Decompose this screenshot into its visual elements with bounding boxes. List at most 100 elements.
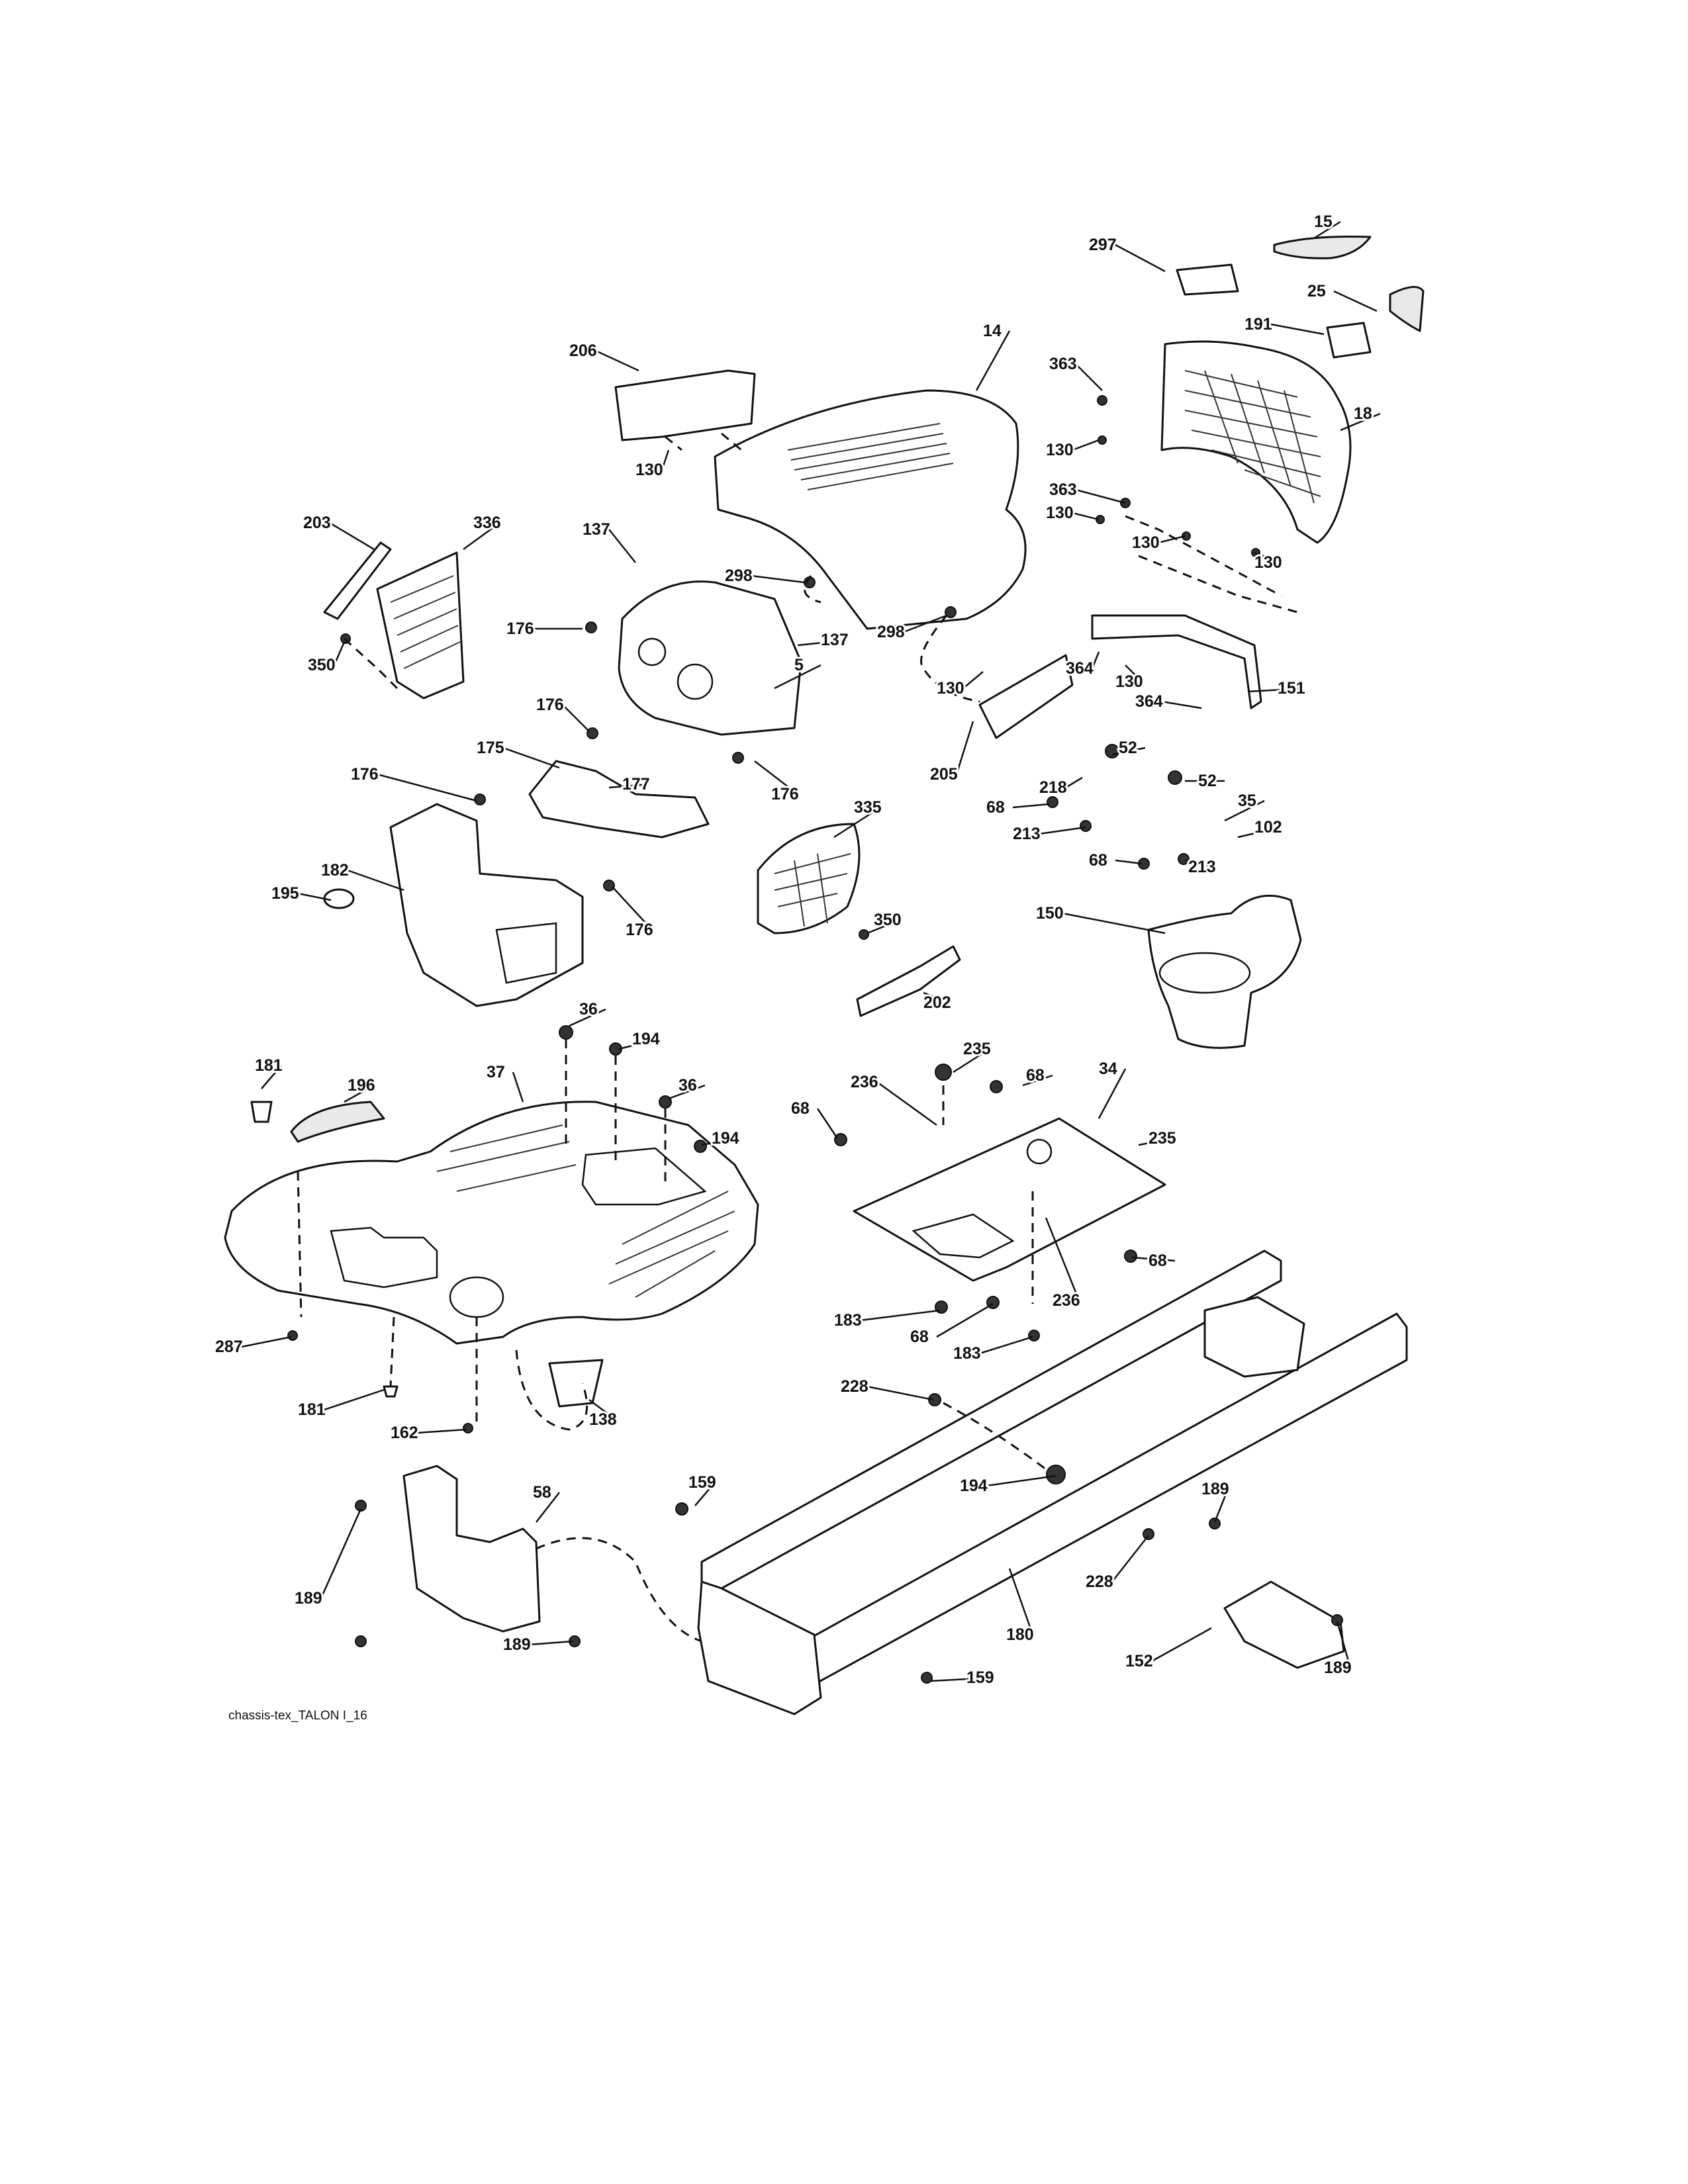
callout-68: 68 [1131, 1250, 1176, 1272]
callout-130: 130 [1044, 502, 1100, 524]
fastener [559, 1025, 573, 1040]
fastener [1178, 853, 1190, 865]
part-number-label: 364 [1066, 659, 1094, 678]
callout-130: 130 [935, 671, 984, 700]
leader-line [1340, 412, 1381, 432]
leader-line [953, 1048, 990, 1073]
leader-line [595, 349, 639, 372]
leader-line [502, 747, 560, 769]
part-18-grille-mesh [1184, 370, 1321, 504]
leader-line [512, 1071, 524, 1103]
callout-203: 203 [301, 512, 375, 551]
leader-line [903, 614, 947, 633]
leader-line [867, 919, 901, 934]
part-number-label: 194 [960, 1477, 988, 1495]
part-14-hood [714, 389, 1027, 630]
fastener [1046, 1465, 1066, 1484]
part-number-label: 68 [791, 1099, 810, 1118]
leader-line [344, 1084, 375, 1103]
callout-37: 37 [485, 1061, 524, 1103]
callout-52: 52 [1185, 770, 1225, 792]
part-number-label: 176 [351, 765, 379, 784]
callout-177: 177 [608, 773, 652, 796]
leader-line [588, 1399, 616, 1420]
leader-line [1039, 826, 1086, 835]
part-number-label: 35 [1238, 792, 1256, 810]
part-number-label: 25 [1307, 282, 1326, 300]
part-206-dash-panel [614, 369, 756, 441]
callout-18: 18 [1340, 402, 1381, 432]
part-number-label: 203 [303, 514, 331, 532]
part-202-bracket [856, 945, 961, 1017]
assembly-line [565, 1039, 667, 1185]
part-number-label: 189 [1324, 1659, 1352, 1677]
part-58-bracket [402, 1465, 541, 1633]
part-number-label: 52 [1119, 739, 1137, 757]
leader-line [797, 639, 848, 647]
callout-350: 350 [867, 909, 904, 934]
part-number-label: 205 [930, 765, 958, 784]
leader-line [618, 1038, 659, 1050]
callout-58: 58 [531, 1481, 560, 1523]
leader-line [1065, 776, 1083, 789]
part-number-label: 363 [1049, 355, 1077, 373]
callout-162: 162 [389, 1422, 467, 1444]
callout-176: 176 [349, 763, 477, 802]
part-number-label: 176 [626, 921, 653, 939]
part-number-label: 130 [635, 461, 663, 479]
callout-5: 5 [774, 654, 821, 690]
callout-236: 236 [1045, 1217, 1082, 1312]
part-number-label: 34 [1099, 1060, 1117, 1078]
assembly-line [536, 1537, 702, 1643]
part-number-label: 181 [298, 1400, 326, 1419]
part-138-bushing [548, 1359, 604, 1408]
fastener [659, 1095, 672, 1109]
part-number-label: 137 [583, 520, 610, 539]
callout-195: 195 [269, 882, 332, 905]
callout-14: 14 [975, 320, 1011, 391]
callout-175: 175 [475, 737, 560, 769]
part-number-label: 189 [1201, 1480, 1229, 1498]
fastener [1047, 796, 1058, 808]
leader-line [536, 1492, 560, 1523]
fastener [921, 1672, 933, 1684]
part-5-dash [618, 580, 802, 736]
leader-line [377, 773, 477, 802]
leader-line [416, 1428, 467, 1434]
fastener [1028, 1330, 1040, 1342]
callout-298: 298 [875, 614, 947, 643]
leader-line [612, 886, 653, 931]
callout-130: 130 [633, 449, 670, 481]
callout-152: 152 [1123, 1627, 1212, 1672]
callout-180: 180 [1004, 1568, 1036, 1646]
part-number-label: 68 [1089, 851, 1107, 870]
callout-196: 196 [344, 1074, 377, 1103]
leader-line [1333, 290, 1378, 312]
callout-181: 181 [296, 1388, 385, 1421]
callout-35: 35 [1224, 790, 1265, 822]
callout-228: 228 [839, 1375, 934, 1401]
part-182-console [389, 803, 584, 1007]
callout-183: 183 [832, 1309, 941, 1332]
part-number-label: 298 [725, 567, 753, 585]
part-number-label: 336 [473, 514, 501, 532]
part-number-label: 189 [503, 1635, 531, 1654]
part-number-label: 102 [1254, 818, 1282, 837]
callout-102: 102 [1237, 816, 1284, 839]
leader-line [324, 1388, 385, 1411]
fastener [1143, 1528, 1154, 1540]
part-number-label: 152 [1125, 1652, 1153, 1670]
fastener [1209, 1518, 1221, 1529]
part-number-label: 182 [321, 861, 349, 880]
leader-line [1115, 244, 1166, 273]
leader-line [1072, 439, 1100, 451]
part-number-label: 206 [569, 341, 597, 360]
assembly-line [665, 432, 742, 451]
part-15-lens [1273, 236, 1372, 259]
leader-line [463, 522, 500, 551]
callout-159: 159 [686, 1471, 718, 1506]
callout-189: 189 [1199, 1478, 1231, 1523]
part-number-label: 177 [622, 775, 650, 794]
part-number-label: 151 [1278, 679, 1305, 698]
part-number-label: 130 [1115, 672, 1143, 691]
